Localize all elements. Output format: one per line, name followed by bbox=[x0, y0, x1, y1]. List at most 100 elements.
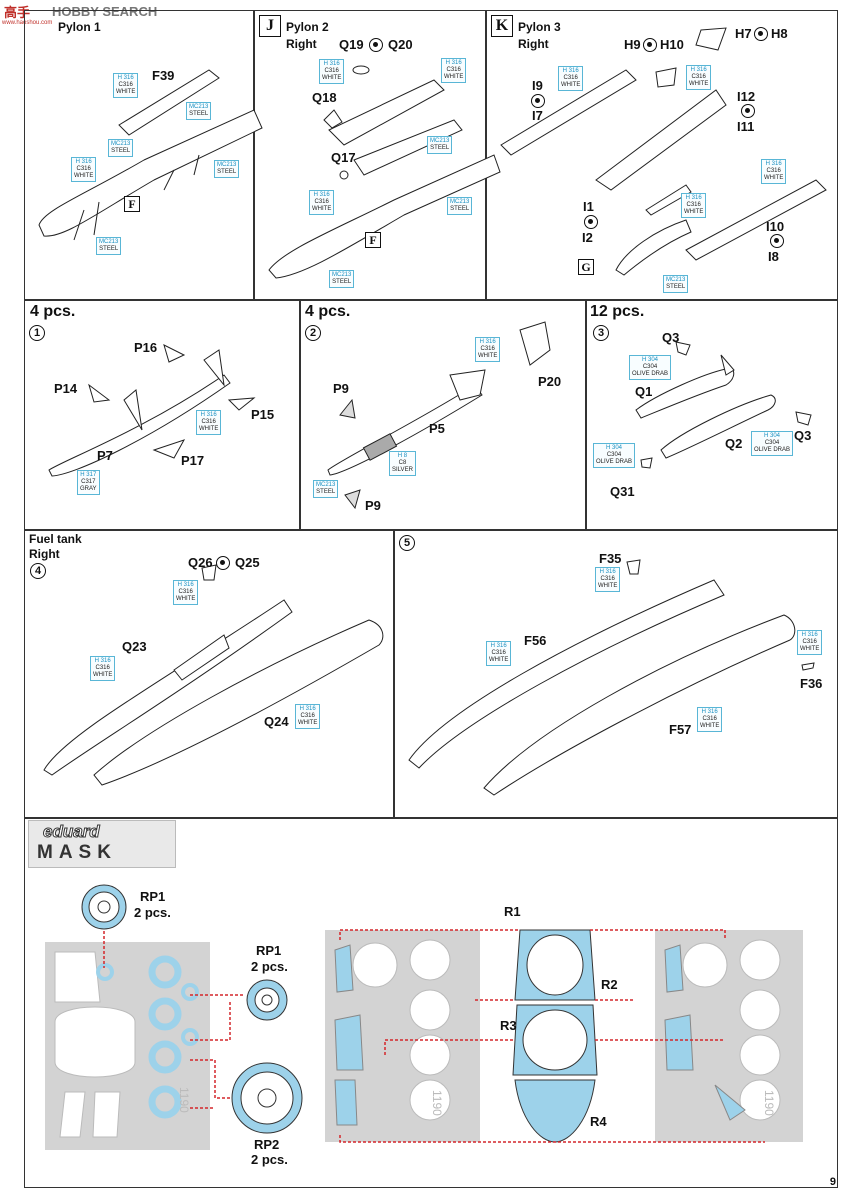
label-q19: Q19 bbox=[339, 37, 364, 52]
label-q24: Q24 bbox=[264, 714, 289, 729]
watermark-url: www.haoshou.com bbox=[2, 20, 53, 26]
step5-number: 5 bbox=[399, 535, 415, 551]
panel-step5 bbox=[394, 530, 838, 818]
label-i2: I2 bbox=[582, 230, 593, 245]
label-rp1-mid-qty: 2 pcs. bbox=[251, 959, 288, 974]
pylon1-title: Pylon 1 bbox=[58, 20, 101, 34]
panel-step2 bbox=[300, 300, 586, 530]
sheet-code-left: 1190 bbox=[177, 1087, 191, 1113]
mask-sheet-center: 1190 1190 bbox=[325, 929, 803, 1143]
pylon3-drawing bbox=[500, 27, 827, 276]
label-f35: F35 bbox=[599, 551, 622, 566]
panel-pylon2 bbox=[254, 10, 486, 300]
label-q26: Q26 bbox=[188, 555, 213, 570]
watermark-site: HOBBY SEARCH bbox=[52, 4, 158, 19]
step1-number: 1 bbox=[29, 325, 45, 341]
label-p15: P15 bbox=[251, 407, 275, 422]
label-p14: P14 bbox=[54, 381, 78, 396]
svg-text:1190: 1190 bbox=[762, 1090, 776, 1116]
label-q20: Q20 bbox=[388, 37, 413, 52]
pylon3-title: Pylon 3 bbox=[518, 20, 561, 34]
rp1-disc-top bbox=[81, 884, 127, 930]
label-f-pylon2: F bbox=[365, 232, 381, 248]
step3-number: 3 bbox=[593, 325, 609, 341]
rp2-wheel bbox=[231, 1062, 303, 1134]
step4-title: Fuel tank bbox=[29, 532, 82, 546]
panel-step3 bbox=[586, 300, 838, 530]
label-rp1-top-qty: 2 pcs. bbox=[134, 905, 171, 920]
eduard-mask-logo: eduard MASK bbox=[28, 820, 176, 868]
panel-step1 bbox=[24, 300, 300, 530]
watermark-cn: 高手 bbox=[4, 5, 31, 20]
remove-icon bbox=[770, 234, 784, 248]
pylon1-drawing bbox=[38, 69, 263, 241]
label-f36: F36 bbox=[800, 676, 823, 691]
label-i10: I10 bbox=[766, 219, 785, 234]
label-p20: P20 bbox=[538, 374, 562, 389]
step4-tank-drawing bbox=[43, 564, 384, 786]
panel-step4 bbox=[24, 530, 394, 818]
remove-icon bbox=[741, 104, 755, 118]
label-h7: H7 bbox=[735, 26, 752, 41]
remove-icon bbox=[531, 94, 545, 108]
label-h8: H8 bbox=[771, 26, 788, 41]
label-h9: H9 bbox=[624, 37, 641, 52]
label-rp1-mid: RP1 bbox=[256, 943, 282, 958]
label-p17: P17 bbox=[181, 453, 205, 468]
label-q3-right: Q3 bbox=[794, 428, 812, 443]
label-q23: Q23 bbox=[122, 639, 147, 654]
label-rp1-top: RP1 bbox=[140, 889, 166, 904]
step2-qty: 4 pcs. bbox=[305, 303, 351, 320]
step3-bomb-drawing bbox=[635, 341, 812, 469]
pylon2-subtitle: Right bbox=[286, 37, 317, 51]
step1-qty: 4 pcs. bbox=[30, 303, 76, 320]
logo-mask: MASK bbox=[37, 842, 117, 863]
label-p7: P7 bbox=[97, 448, 113, 463]
label-q25: Q25 bbox=[235, 555, 260, 570]
remove-icon bbox=[216, 556, 230, 570]
label-q17: Q17 bbox=[331, 150, 356, 165]
label-p9-bottom: P9 bbox=[365, 498, 381, 513]
label-p16: P16 bbox=[134, 340, 158, 355]
svg-text:1190: 1190 bbox=[430, 1090, 444, 1116]
label-r4: R4 bbox=[590, 1114, 607, 1129]
remove-icon bbox=[643, 38, 657, 52]
label-r3: R3 bbox=[500, 1018, 517, 1033]
step5-tank-drawing bbox=[408, 559, 815, 796]
step4-number: 4 bbox=[30, 563, 46, 579]
step4-subtitle: Right bbox=[29, 547, 60, 561]
label-g: G bbox=[578, 259, 594, 275]
label-q18: Q18 bbox=[312, 90, 337, 105]
step1-missile-drawing bbox=[48, 344, 256, 477]
label-r2: R2 bbox=[601, 977, 618, 992]
label-h10: H10 bbox=[660, 37, 684, 52]
label-i11: I11 bbox=[737, 119, 755, 134]
remove-icon bbox=[754, 27, 768, 41]
label-q3-top: Q3 bbox=[662, 330, 680, 345]
watermark: 高手 HOBBY SEARCH www.haoshou.com bbox=[0, 0, 170, 30]
remove-icon bbox=[369, 38, 383, 52]
label-i1: I1 bbox=[583, 199, 594, 214]
pylon3-subtitle: Right bbox=[518, 37, 549, 51]
page-number: 9 bbox=[829, 1176, 836, 1188]
